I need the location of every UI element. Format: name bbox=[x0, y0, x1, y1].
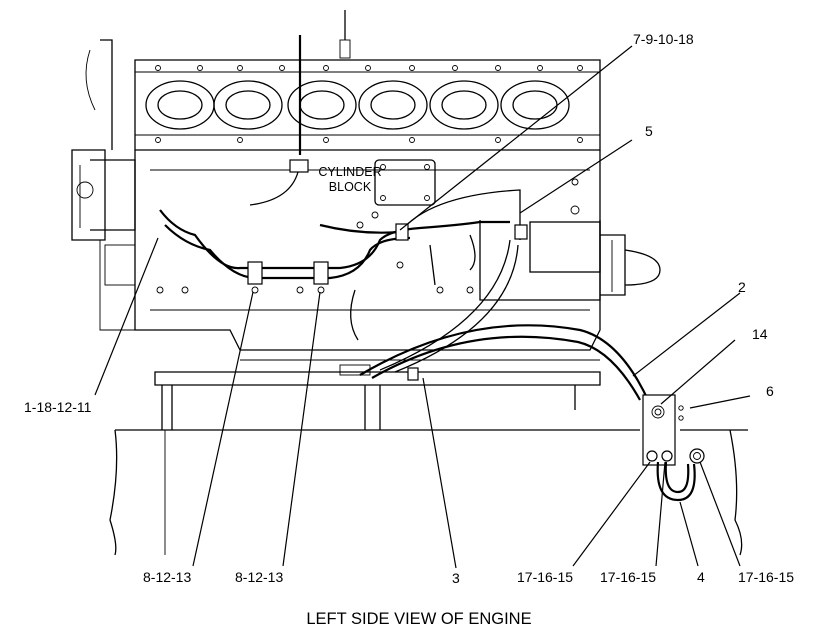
callout-2: 2 bbox=[738, 279, 746, 295]
callout-6: 6 bbox=[766, 383, 774, 399]
callout-17-16-15-right: 17-16-15 bbox=[738, 569, 794, 585]
callout-17-16-15-middle: 17-16-15 bbox=[600, 569, 656, 585]
leader-lines bbox=[94, 45, 751, 569]
callout-4: 4 bbox=[697, 569, 705, 585]
callout-7-9-10-18: 7-9-10-18 bbox=[633, 31, 694, 47]
cylinder-block-label-line1: CYLINDER bbox=[318, 165, 381, 179]
engine-illustration bbox=[71, 10, 748, 556]
cylinder-block-label-line2: BLOCK bbox=[329, 180, 372, 194]
callout-8-12-13-right: 8-12-13 bbox=[235, 569, 283, 585]
callout-14: 14 bbox=[752, 326, 768, 342]
callout-1-18-12-11: 1-18-12-11 bbox=[24, 399, 92, 415]
diagram-caption: LEFT SIDE VIEW OF ENGINE bbox=[306, 610, 531, 628]
callout-3: 3 bbox=[452, 570, 460, 586]
callout-8-12-13-left: 8-12-13 bbox=[143, 569, 191, 585]
callout-5: 5 bbox=[645, 123, 653, 139]
callout-17-16-15-left: 17-16-15 bbox=[517, 569, 573, 585]
